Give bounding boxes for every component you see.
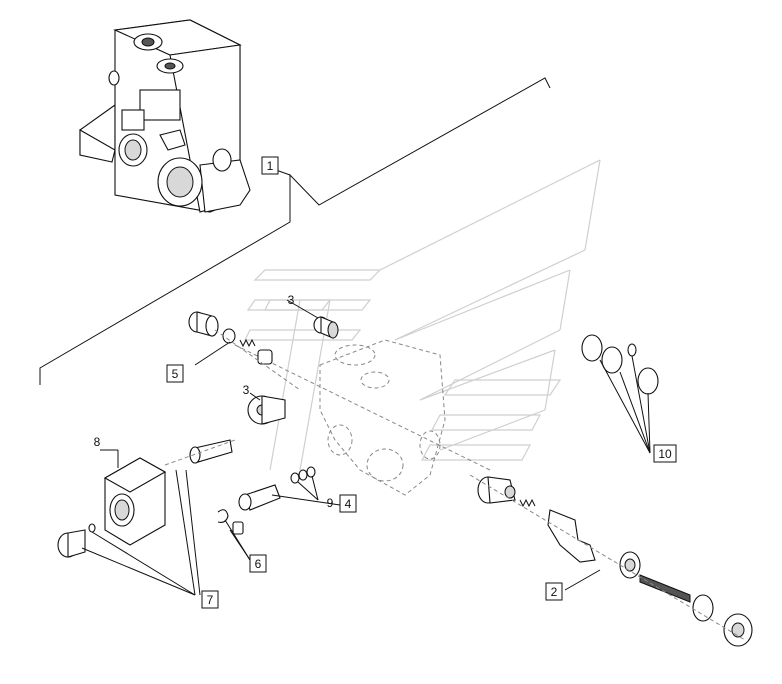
callout-7: 7 (201, 590, 219, 609)
valve-housing-outline (234, 339, 491, 496)
spool-assembly-item-2 (477, 476, 753, 647)
callout-9: 9 (327, 496, 334, 510)
svg-text:3: 3 (288, 293, 295, 307)
leader-lines (81, 299, 651, 596)
cartridge-item-4 (189, 439, 281, 511)
callout-3-upper: 3 (288, 293, 295, 307)
svg-text:9: 9 (327, 496, 334, 510)
svg-text:7: 7 (207, 593, 214, 607)
fitting-item-3-lower (247, 395, 286, 425)
callout-4: 4 (339, 494, 357, 513)
callout-5: 5 (166, 364, 184, 383)
svg-text:3: 3 (243, 383, 250, 397)
svg-text:8: 8 (94, 435, 101, 449)
callout-8: 8 (94, 435, 101, 449)
clip-item-6 (217, 509, 244, 535)
callout-10: 10 (653, 444, 677, 463)
callout-3-lower: 3 (243, 383, 250, 397)
callout-6: 6 (249, 554, 267, 573)
valve-block-assembly (79, 19, 251, 213)
solenoid-coil-item-8 (103, 457, 167, 546)
callout-2: 2 (545, 582, 563, 601)
svg-text:10: 10 (658, 447, 672, 461)
callout-1: 1 (261, 156, 279, 175)
svg-text:1: 1 (267, 159, 274, 173)
svg-text:6: 6 (255, 557, 262, 571)
plug-item-5 (188, 311, 273, 365)
svg-text:2: 2 (551, 585, 558, 599)
nut-item-7 (57, 523, 96, 558)
watermark-logo (244, 159, 601, 471)
svg-text:5: 5 (172, 367, 179, 381)
seal-kit-item-10 (581, 334, 659, 395)
svg-text:4: 4 (345, 497, 352, 511)
seals-item-9 (290, 466, 316, 484)
plug-item-3-upper (313, 316, 339, 339)
